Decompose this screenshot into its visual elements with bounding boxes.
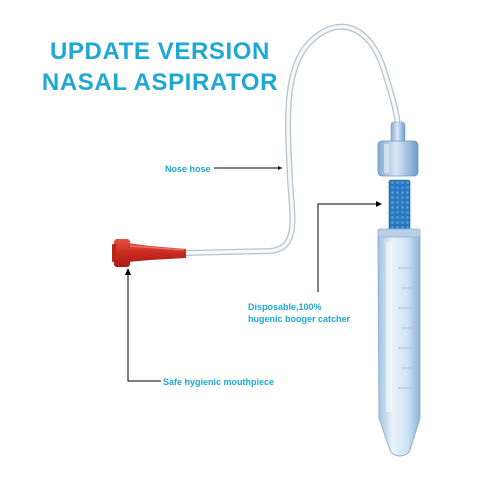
- title-line-1: UPDATE VERSION: [50, 38, 270, 65]
- mouthpiece-leader: [127, 272, 161, 382]
- title-line-2: NASAL ASPIRATOR: [41, 69, 279, 96]
- nose-hose: [183, 23, 401, 256]
- nose-hose-label: Nose hose: [165, 164, 211, 174]
- catcher-label-line-1: Disposable,100%: [248, 302, 322, 312]
- mouthpiece-arrowhead: [125, 268, 131, 275]
- mouthpiece-label: Safe hygienic mouthpiece: [163, 377, 275, 387]
- catcher-leader: [317, 203, 378, 292]
- leader-lines: [125, 166, 382, 382]
- collection-tube: [377, 228, 421, 457]
- catcher-arrowhead: [376, 201, 382, 207]
- mouthpiece-image: [112, 239, 186, 267]
- filter-sponge: [388, 179, 411, 231]
- catcher-label: Disposable,100% hugenic booger catcher: [248, 301, 350, 325]
- nose-hose-arrowhead: [278, 166, 282, 170]
- catcher-label-line-2: hugenic booger catcher: [248, 314, 351, 324]
- collector-cap: [377, 121, 419, 177]
